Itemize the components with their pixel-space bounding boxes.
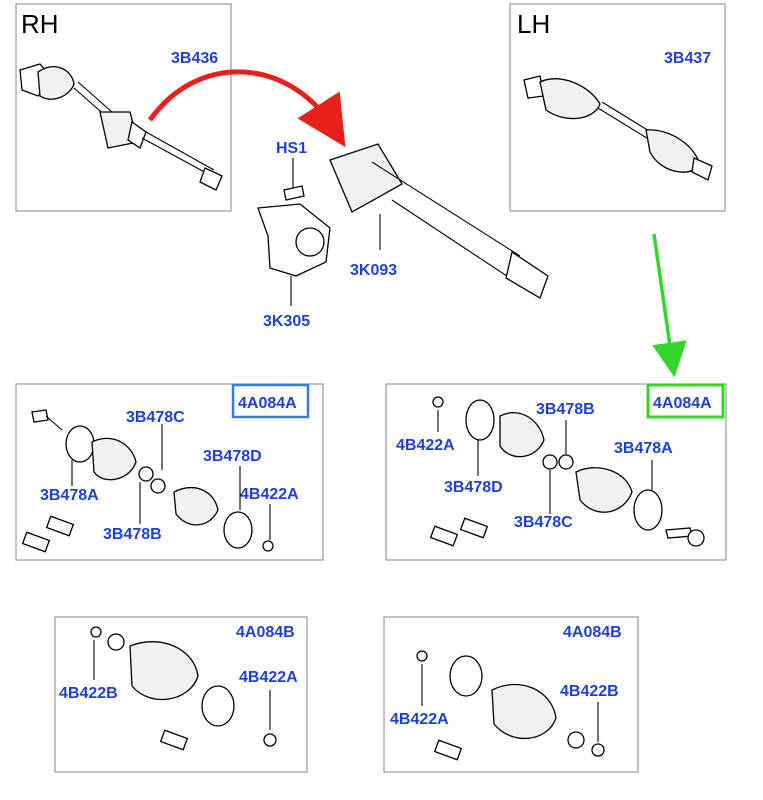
kit-lh-outer-label-a: 3B478B — [536, 401, 595, 418]
kit-rh-inner-label-b: 4B422B — [59, 685, 118, 702]
kit-rh-outer-label-c: 3B478A — [40, 487, 99, 504]
kit-lh-inner-panel: 4A084B 4B422B 4B422A — [383, 616, 639, 773]
kit-lh-outer-label-e: 3B478C — [514, 514, 573, 531]
kit-rh-inner-panel: 4A084B 4B422A 4B422B — [54, 616, 308, 773]
kit-rh-outer-label-b: 3B478D — [203, 448, 262, 465]
kit-lh-inner-label-b: 4B422A — [390, 711, 449, 728]
kit-rh-outer-label-e: 3B478B — [103, 526, 162, 543]
kit-lh-inner-title: 4A084B — [563, 624, 622, 641]
green-flow-arrow — [652, 233, 687, 378]
shaft-joint — [329, 143, 403, 213]
kit-lh-outer-label-b: 4B422A — [396, 437, 455, 454]
kit-rh-outer-panel: 4A084A 3B478C 3B478D 3B478A 4B422A 3B478… — [15, 383, 324, 561]
kit-lh-outer-label-d: 3B478D — [444, 479, 503, 496]
kit-lh-inner-parts — [416, 650, 605, 761]
red-flow-arrow — [147, 69, 346, 148]
rh-label: RH — [21, 9, 59, 39]
lh-label: LH — [517, 9, 550, 39]
rh-part-number: 3B436 — [171, 50, 218, 67]
kit-lh-inner-label-a: 4B422B — [560, 683, 619, 700]
rh-driveshaft-illustration — [19, 63, 223, 191]
kit-rh-outer-title: 4A084A — [238, 395, 297, 412]
kit-rh-outer-label-d: 4B422A — [240, 486, 299, 503]
kit-rh-inner-title: 4A084B — [236, 624, 295, 641]
rh-axle-panel: RH 3B436 — [15, 3, 232, 212]
center-shaft-assembly: HS1 3K305 3K093 — [257, 140, 549, 330]
kit-lh-outer-parts — [429, 396, 705, 547]
kit-rh-inner-parts — [90, 626, 277, 751]
lh-driveshaft-illustration — [523, 75, 713, 181]
kit-title-highlight-blue — [231, 383, 310, 419]
bolt-label: HS1 — [276, 140, 307, 157]
kit-rh-inner-label-a: 4B422A — [239, 669, 298, 686]
bracket-label: 3K305 — [263, 313, 310, 330]
kit-title-highlight-green — [646, 383, 725, 419]
kit-lh-outer-panel: 4A084A 3B478B 4B422A 3B478A 3B478D 3B478… — [385, 383, 727, 561]
bolt-icon — [283, 185, 305, 201]
bearing-bracket — [257, 203, 331, 277]
kit-rh-outer-label-a: 3B478C — [126, 409, 185, 426]
shaft-label: 3K093 — [350, 262, 397, 279]
lh-part-number: 3B437 — [664, 50, 711, 67]
kit-lh-outer-title: 4A084A — [653, 395, 712, 412]
kit-lh-outer-label-c: 3B478A — [614, 440, 673, 457]
lh-axle-panel: LH 3B437 — [509, 3, 726, 212]
kit-rh-outer-parts — [21, 409, 274, 553]
